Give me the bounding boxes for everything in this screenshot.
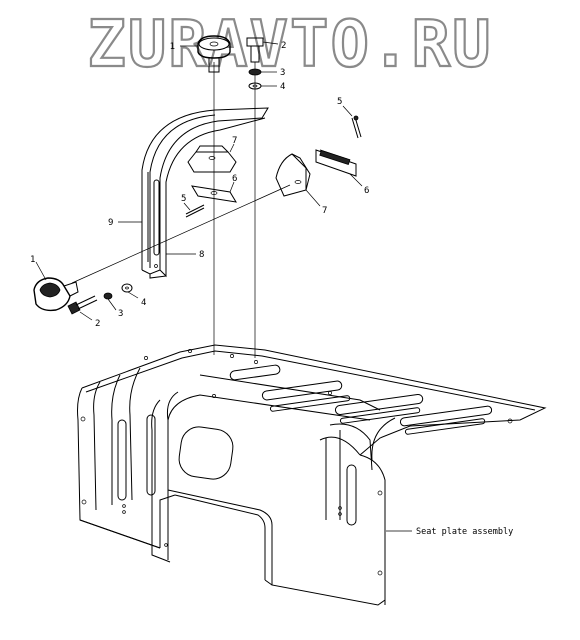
top-bolt <box>246 37 264 63</box>
callout-left-washer: 4 <box>127 291 146 308</box>
callout-center-pad: 6 <box>229 174 237 193</box>
callout-top-spring-washer: 3 <box>261 68 285 78</box>
right-bracket <box>275 153 311 197</box>
callout-top-washer: 4 <box>261 82 285 92</box>
center-bracket <box>187 145 237 173</box>
svg-text:4: 4 <box>141 298 146 308</box>
svg-text:5: 5 <box>337 97 342 107</box>
top-spring-washer <box>248 68 262 76</box>
svg-text:3: 3 <box>280 68 285 78</box>
svg-text:6: 6 <box>232 174 237 184</box>
callout-center-bracket: 7 <box>229 136 237 153</box>
callout-center-pin: 5 <box>181 194 191 211</box>
callout-right-bracket: 7 <box>305 189 327 216</box>
svg-text:7: 7 <box>232 136 237 146</box>
svg-text:1: 1 <box>30 255 35 265</box>
callout-rail-main: 9 <box>108 218 142 228</box>
svg-text:9: 9 <box>108 218 113 228</box>
callout-top-knob: 1 <box>170 42 198 52</box>
callout-top-bolt: 2 <box>262 41 286 51</box>
svg-text:2: 2 <box>95 319 100 329</box>
svg-text:1: 1 <box>170 42 175 52</box>
callout-rail-slide: 8 <box>166 250 204 260</box>
svg-text:5: 5 <box>181 194 186 204</box>
alignment-line-diagonal <box>71 184 291 284</box>
svg-text:2: 2 <box>281 41 286 51</box>
svg-text:7: 7 <box>322 206 327 216</box>
callout-left-knob: 1 <box>30 255 47 281</box>
callout-right-pad: 6 <box>349 173 369 196</box>
svg-text:6: 6 <box>364 186 369 196</box>
seat-plate-assembly <box>77 344 547 606</box>
svg-text:4: 4 <box>280 82 285 92</box>
right-pad <box>315 149 357 177</box>
svg-text:3: 3 <box>118 309 123 319</box>
curved-rail <box>141 107 269 279</box>
left-knob <box>33 277 79 312</box>
callout-left-spring-washer: 3 <box>107 298 123 319</box>
center-pin <box>185 204 205 218</box>
center-pad <box>191 185 237 203</box>
left-washer <box>121 283 133 293</box>
right-pin <box>351 115 362 139</box>
callout-right-pin: 5 <box>337 97 353 117</box>
left-bolt <box>67 295 98 315</box>
top-knob <box>197 35 231 73</box>
left-spring-washer <box>103 292 113 300</box>
watermark-text: ZURAVTO.RU <box>87 8 492 82</box>
assembly-caption: Seat plate assembly <box>416 527 513 537</box>
callout-left-bolt: 2 <box>79 311 100 329</box>
svg-text:8: 8 <box>199 250 204 260</box>
